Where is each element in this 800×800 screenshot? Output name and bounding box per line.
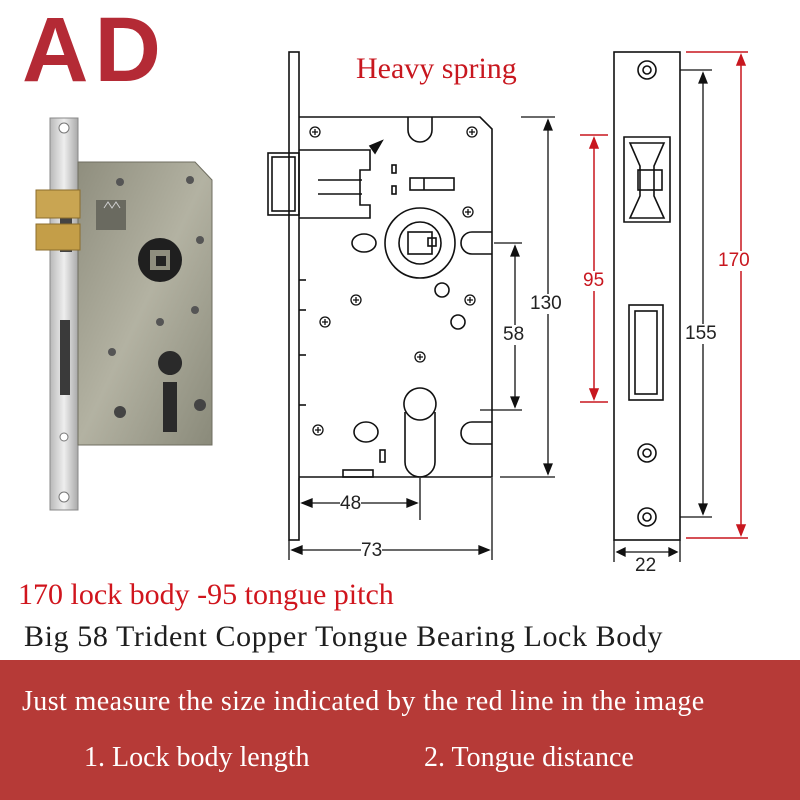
red-dimension-lines: [580, 51, 748, 539]
faceplate-view: [613, 51, 681, 541]
front-view: [267, 51, 493, 541]
screw-pitch-dimension: 155: [685, 323, 717, 344]
heavy-spring-note: Heavy spring: [356, 52, 517, 85]
plate-width-dimension: 22: [635, 555, 657, 576]
banner-instruction: Just measure the size indicated by the r…: [22, 686, 705, 717]
screw-heads: [309, 126, 478, 436]
instruction-banner: [0, 660, 800, 800]
hub-cylinder-dimension: 58: [503, 324, 525, 345]
body-width-dimension: 73: [361, 540, 383, 561]
backset-dimension: 48: [340, 493, 362, 514]
banner-item-distance: 2. Tongue distance: [424, 742, 634, 773]
lock-diagram: [35, 51, 748, 562]
caption-product: Big 58 Trident Copper Tongue Bearing Loc…: [24, 620, 664, 653]
plate-length-dimension: 170: [718, 250, 750, 271]
banner-item-length: 1. Lock body length: [84, 742, 310, 773]
tongue-pitch-dimension: 95: [583, 270, 605, 291]
body-height-dimension: 130: [530, 293, 562, 314]
lock-photo: [35, 117, 213, 511]
caption-size: 170 lock body -95 tongue pitch: [18, 578, 394, 611]
brand-logo: AD: [22, 0, 167, 101]
